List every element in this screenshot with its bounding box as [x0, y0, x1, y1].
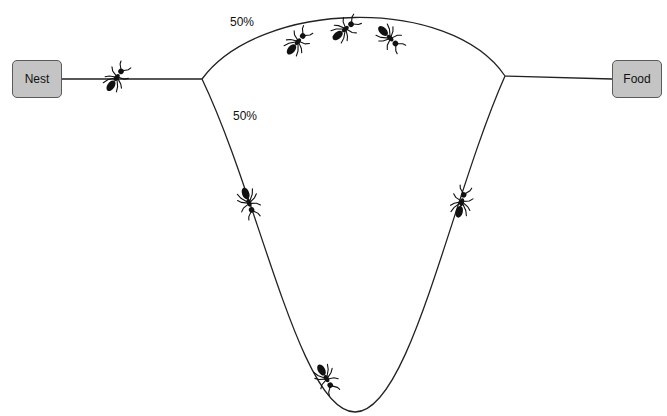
ant	[372, 20, 409, 57]
location-box: Nest	[12, 60, 62, 98]
ant	[280, 23, 316, 60]
ant-path	[62, 17, 612, 412]
ant	[310, 360, 343, 398]
ant	[327, 11, 364, 47]
ant	[448, 184, 476, 220]
box-label: Nest	[25, 72, 50, 86]
percentage-label: 50%	[229, 15, 255, 29]
ant	[99, 59, 134, 97]
box-label: Food	[623, 72, 650, 86]
location-box: Food	[612, 60, 662, 98]
percentage-label: 50%	[232, 109, 258, 123]
ant	[234, 184, 264, 221]
